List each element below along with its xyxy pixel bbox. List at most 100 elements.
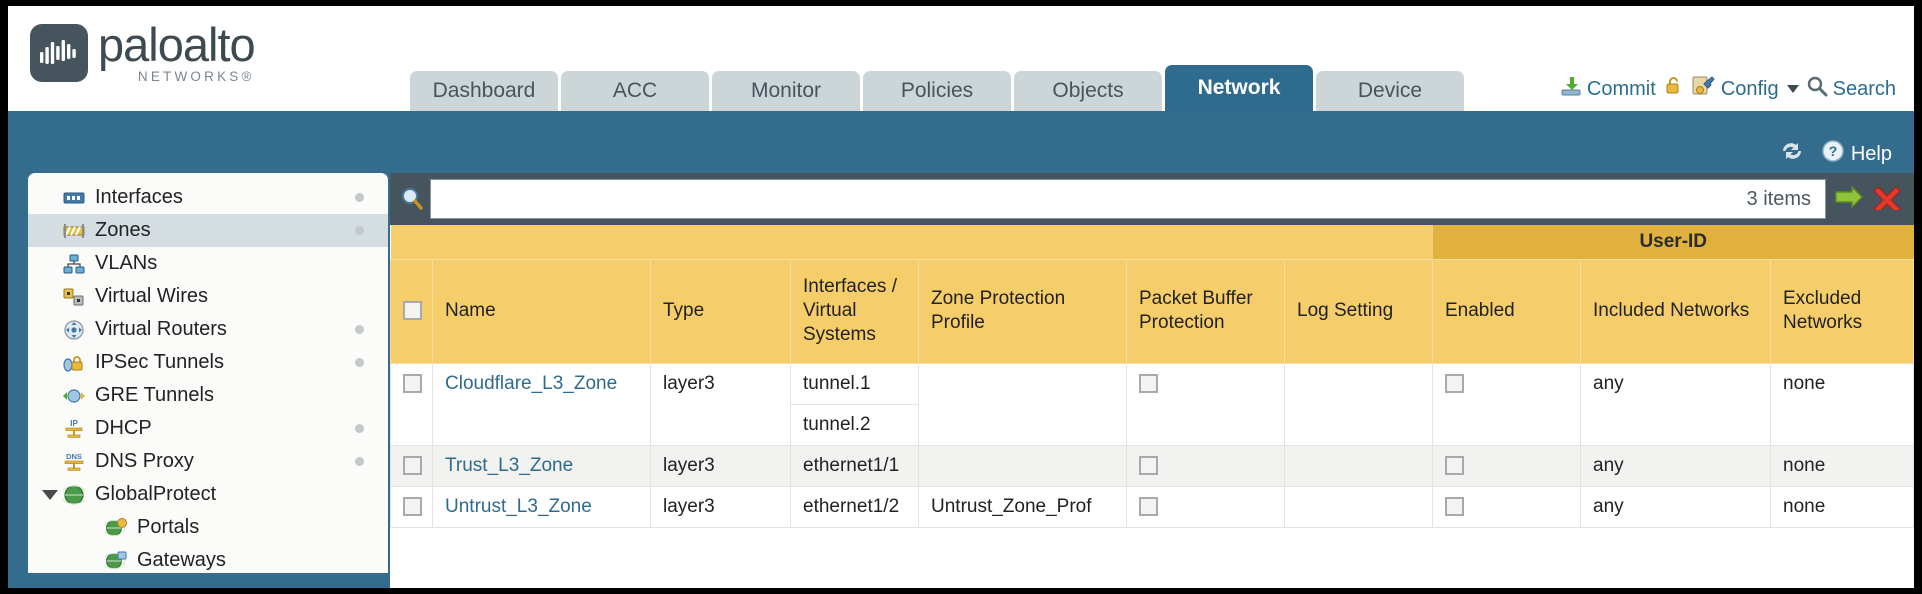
- zone-link[interactable]: Cloudflare_L3_Zone: [445, 372, 618, 394]
- tab-policies[interactable]: Policies: [863, 71, 1011, 111]
- sidebar-status-dot: [355, 358, 364, 367]
- cell-log-setting: [1284, 444, 1433, 487]
- enabled-checkbox[interactable]: [1445, 496, 1464, 516]
- chevron-down-icon: [1786, 85, 1799, 93]
- app-window: paloalto NETWORKS® Dashboard ACC Monitor…: [8, 6, 1914, 588]
- cell-included-networks: any: [1580, 362, 1771, 446]
- item-count-label: 3 items: [1746, 187, 1811, 210]
- sidebar-item-globalprotect[interactable]: GlobalProtect: [28, 478, 388, 511]
- sidebar-item-label: Interfaces: [95, 186, 183, 208]
- tab-dashboard[interactable]: Dashboard: [410, 71, 558, 111]
- help-button[interactable]: ? Help: [1821, 139, 1892, 169]
- sidebar-item-gre-tunnels[interactable]: GRE Tunnels: [28, 379, 388, 412]
- table-search-toolbar: 3 items: [390, 173, 1914, 225]
- sidebar-item-virtual-routers[interactable]: Virtual Routers: [28, 313, 388, 346]
- table-row[interactable]: Cloudflare_L3_Zone layer3 tunnel.1 tunne…: [390, 362, 1914, 446]
- row-checkbox[interactable]: [403, 496, 422, 516]
- enabled-checkbox[interactable]: [1445, 455, 1464, 475]
- content-panel: 3 items: [390, 173, 1914, 588]
- sidebar-item-label: IPSec Tunnels: [95, 351, 224, 373]
- sidebar-item-portals[interactable]: Portals: [28, 511, 388, 544]
- cell-type: layer3: [650, 485, 791, 528]
- sidebar-item-dns-proxy[interactable]: DNS DNS Proxy: [28, 445, 388, 478]
- group-header-spacer: [918, 225, 1127, 259]
- search-actions: [1826, 184, 1910, 215]
- body-area: Interfaces Zones: [8, 173, 1914, 588]
- sidebar-item-ipsec-tunnels[interactable]: IPSec Tunnels: [28, 346, 388, 379]
- zone-link[interactable]: Untrust_L3_Zone: [445, 495, 592, 517]
- sidebar-item-label: Virtual Wires: [95, 285, 208, 307]
- config-label: Config: [1720, 77, 1779, 100]
- ipsec-tunnels-icon: [62, 352, 86, 374]
- column-header-name[interactable]: Name: [432, 258, 651, 364]
- expander-triangle-icon[interactable]: [42, 489, 58, 500]
- search-button[interactable]: Search: [1806, 75, 1896, 103]
- packet-buffer-protection-checkbox[interactable]: [1139, 455, 1158, 475]
- column-header-log-setting[interactable]: Log Setting: [1284, 258, 1433, 364]
- config-icon: [1692, 75, 1716, 103]
- refresh-icon[interactable]: [1779, 139, 1805, 169]
- vlans-icon: [62, 253, 86, 275]
- config-menu[interactable]: Config: [1692, 75, 1799, 103]
- packet-buffer-protection-checkbox[interactable]: [1139, 496, 1158, 516]
- column-header-packet-buffer-protection[interactable]: Packet Buffer Protection: [1126, 258, 1285, 364]
- dns-proxy-icon: DNS: [62, 451, 86, 473]
- sidebar-item-label: DHCP: [95, 417, 152, 439]
- brand-name: paloalto: [98, 18, 256, 71]
- virtual-routers-icon: [62, 319, 86, 341]
- sidebar-item-label: Zones: [95, 219, 151, 241]
- top-header: paloalto NETWORKS® Dashboard ACC Monitor…: [8, 6, 1914, 111]
- cell-name[interactable]: Untrust_L3_Zone: [432, 485, 651, 528]
- column-header-type[interactable]: Type: [650, 258, 791, 364]
- brand-subtitle: NETWORKS®: [137, 69, 255, 84]
- cell-excluded-networks: none: [1770, 444, 1914, 487]
- tab-objects[interactable]: Objects: [1014, 71, 1162, 111]
- sidebar-item-label: VLANs: [95, 252, 158, 274]
- tab-network[interactable]: Network: [1165, 65, 1313, 111]
- row-checkbox[interactable]: [403, 373, 422, 393]
- commit-button[interactable]: Commit: [1560, 75, 1656, 103]
- filter-search-icon[interactable]: [394, 186, 430, 212]
- row-select-cell: [390, 362, 433, 446]
- cell-zone-protection-profile: [918, 362, 1127, 446]
- cell-zone-protection-profile: [918, 444, 1127, 487]
- zone-link[interactable]: Trust_L3_Zone: [445, 454, 574, 476]
- table-row[interactable]: Untrust_L3_Zone layer3 ethernet1/2 Untru…: [390, 485, 1914, 528]
- sidebar-item-gateways[interactable]: Gateways: [28, 544, 388, 573]
- sidebar: Interfaces Zones: [28, 173, 388, 573]
- sidebar-item-virtual-wires[interactable]: Virtual Wires: [28, 280, 388, 313]
- apply-filter-icon[interactable]: [1834, 184, 1864, 215]
- cell-name[interactable]: Trust_L3_Zone: [432, 444, 651, 487]
- sidebar-item-zones[interactable]: Zones: [28, 214, 388, 247]
- globalprotect-icon: [62, 484, 86, 506]
- column-header-zone-protection-profile[interactable]: Zone Protection Profile: [918, 258, 1127, 364]
- tab-acc[interactable]: ACC: [561, 71, 709, 111]
- column-header-interfaces[interactable]: Interfaces / Virtual Systems: [790, 258, 919, 364]
- packet-buffer-protection-checkbox[interactable]: [1139, 373, 1158, 393]
- sidebar-status-dot: [355, 325, 364, 334]
- column-header-included-networks[interactable]: Included Networks: [1580, 258, 1771, 364]
- sidebar-item-label: Gateways: [137, 549, 226, 571]
- commit-label: Commit: [1586, 77, 1656, 100]
- cell-name[interactable]: Cloudflare_L3_Zone: [432, 362, 651, 446]
- gateways-icon: [104, 550, 128, 572]
- select-all-header: [390, 258, 433, 364]
- logo-bars-icon: [40, 40, 76, 64]
- select-all-checkbox[interactable]: [403, 301, 422, 321]
- sidebar-item-dhcp[interactable]: IP DHCP: [28, 412, 388, 445]
- enabled-checkbox[interactable]: [1445, 373, 1464, 393]
- column-header-excluded-networks[interactable]: Excluded Networks: [1770, 258, 1914, 364]
- cell-zone-protection-profile: Untrust_Zone_Prof: [918, 485, 1127, 528]
- row-checkbox[interactable]: [403, 455, 422, 475]
- sidebar-item-vlans[interactable]: VLANs: [28, 247, 388, 280]
- interface-item: tunnel.2: [803, 413, 871, 435]
- sidebar-item-interfaces[interactable]: Interfaces: [28, 181, 388, 214]
- group-header-userid: User-ID: [1432, 225, 1914, 259]
- unlock-icon[interactable]: [1663, 75, 1685, 103]
- column-header-enabled[interactable]: Enabled: [1432, 258, 1581, 364]
- search-input[interactable]: 3 items: [430, 179, 1826, 219]
- clear-filter-icon[interactable]: [1872, 184, 1902, 215]
- table-row[interactable]: Trust_L3_Zone layer3 ethernet1/1 any non…: [390, 444, 1914, 487]
- tab-device[interactable]: Device: [1316, 71, 1464, 111]
- tab-monitor[interactable]: Monitor: [712, 71, 860, 111]
